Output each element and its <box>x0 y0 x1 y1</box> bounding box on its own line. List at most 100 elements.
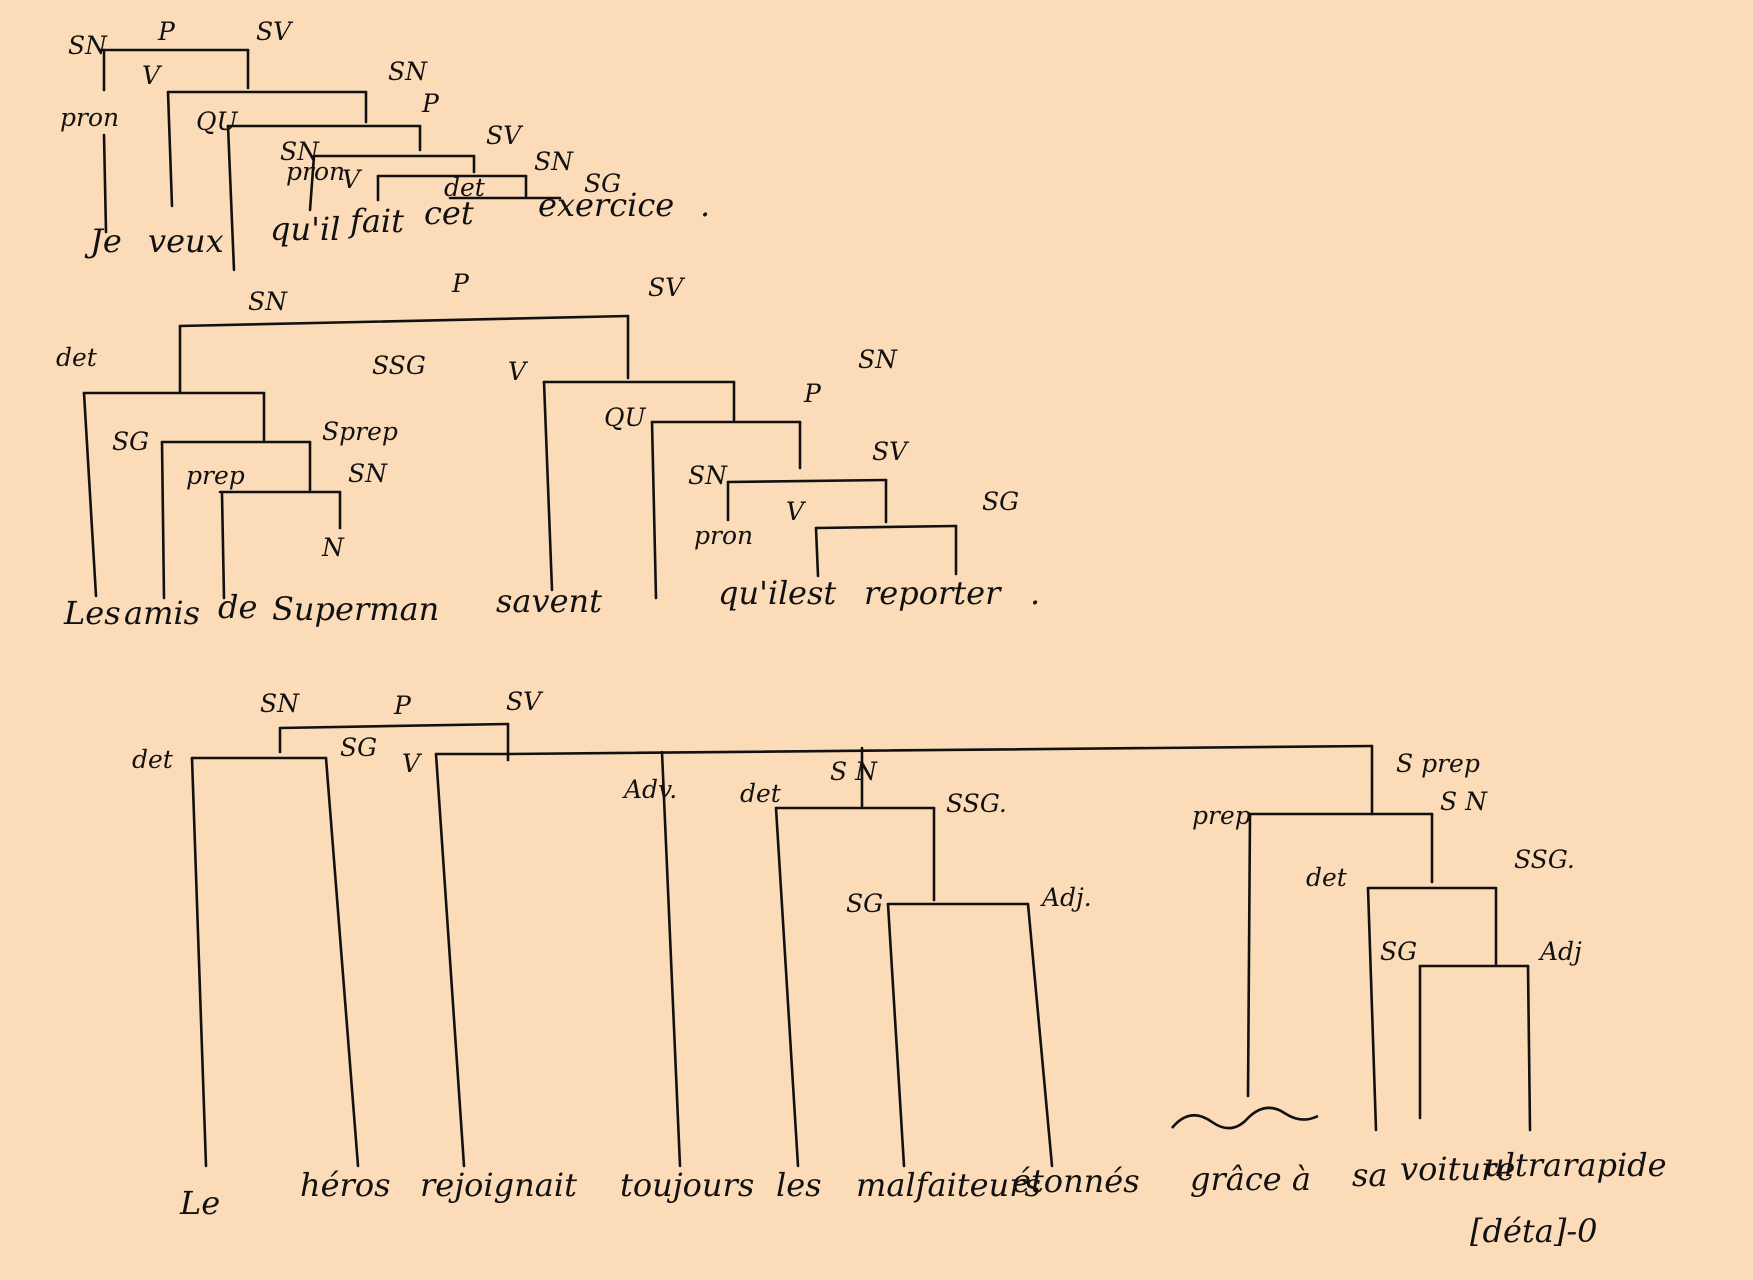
tree2-qu-stem <box>650 420 658 600</box>
tree3-adj2-stem <box>1526 964 1532 1132</box>
tree3-word-2: héros <box>300 1166 391 1204</box>
tree3-word-8: grâce à <box>1190 1160 1311 1198</box>
tree3-label-adj2: Adj <box>1538 937 1582 966</box>
tree3-word-7: étonnés <box>1012 1162 1140 1200</box>
tree1-label-sv2: SV <box>486 121 524 150</box>
tree3-label-sg3: SG <box>1380 937 1417 966</box>
tree2-label-p: P <box>451 269 470 298</box>
tree2-v-stem <box>542 380 554 592</box>
tree3-word-4: toujours <box>620 1166 754 1204</box>
tree2-word-7: est <box>788 574 836 612</box>
tree3-label-sg2: SG <box>846 889 883 918</box>
tree3-label-adj: Adj. <box>1040 883 1092 912</box>
tree1-sn3-stem <box>308 154 316 212</box>
tree2-label-prep: prep <box>186 461 245 490</box>
tree1-label-pron2: pron <box>286 157 345 186</box>
tree3-word-9: sa <box>1352 1156 1388 1194</box>
tree3-label-sn3: S N <box>1440 787 1488 816</box>
tree2-label-sg: SG <box>112 427 149 456</box>
tree3-squiggle-mark <box>1170 1106 1319 1130</box>
tree2-p-branch <box>178 314 630 328</box>
tree2-label-v2: V <box>786 497 807 526</box>
tree2-label-sv2: SV <box>872 437 910 466</box>
syntax-tree-2: P SN SV det SSG V SN QU P SG Sprep SV pr… <box>56 269 1040 632</box>
tree3-label-sn2: S N <box>830 757 878 786</box>
tree2-word-3: de <box>218 588 257 626</box>
tree1-label-sn4: SN <box>534 147 574 176</box>
tree2-label-sn4: SN <box>688 461 728 490</box>
tree1-label-sn3: SN <box>280 137 320 166</box>
tree1-qu-stem <box>226 124 236 272</box>
tree3-word-1: Le <box>179 1184 220 1222</box>
tree3-adv-stem <box>660 750 682 1168</box>
tree2-p2-branch <box>726 478 888 484</box>
tree1-word-2: veux <box>148 222 224 260</box>
tree1-label-det: det <box>444 173 486 202</box>
tree1-label-sv: SV <box>256 17 294 46</box>
tree3-det-stem <box>190 756 208 1168</box>
tree1-label-p2: P <box>421 89 440 118</box>
tree3-label-ssg2: SSG. <box>1514 845 1575 874</box>
tree3-label-det: det <box>132 745 174 774</box>
tree2-label-qu: QU <box>604 403 646 432</box>
tree2-label-sv: SV <box>648 273 686 302</box>
tree2-sg-stem <box>160 440 166 600</box>
tree3-word-3: rejoignait <box>420 1166 577 1204</box>
tree3-label-sg: SG <box>340 733 377 762</box>
tree1-label-sn: SN <box>68 31 108 60</box>
tree2-sv2-branch <box>814 524 958 530</box>
tree2-word-6: qu'il <box>718 574 788 612</box>
tree3-label-prep: prep <box>1192 801 1251 830</box>
tree1-label-p: P <box>157 17 176 46</box>
tree3-word-11: ultrarapide <box>1484 1146 1667 1184</box>
tree2-label-sprep: Sprep <box>322 417 398 446</box>
tree3-sv-main-branch <box>506 744 1374 756</box>
tree2-word-2: amis <box>124 594 200 632</box>
tree3-sg2-stem <box>886 902 906 1168</box>
tree2-prep-stem <box>220 492 226 600</box>
tree1-label-pron: pron <box>60 103 119 132</box>
tree3-prep-stem <box>1246 812 1252 1098</box>
tree1-word-4: fait <box>348 202 404 240</box>
tree3-p-branch <box>278 722 510 730</box>
tree3-label-det3: det <box>1306 863 1348 892</box>
tree2-punct: . <box>1030 574 1040 612</box>
tree1-word-1: Je <box>84 222 122 260</box>
tree1-label-qu: QU <box>196 107 238 136</box>
tree1-label-sg: SG <box>584 169 621 198</box>
tree3-label-sprep: S prep <box>1396 749 1480 778</box>
tree1-word-3: qu'il <box>270 210 340 248</box>
tree3-sg-stem <box>324 756 360 1168</box>
tree2-label-sg2: SG <box>982 487 1019 516</box>
tree3-note: [déta]-0 <box>1470 1212 1598 1250</box>
tree2-label-v: V <box>508 357 529 386</box>
tree1-label-sn2: SN <box>388 57 428 86</box>
tree2-label-pron: pron <box>694 521 753 550</box>
tree3-word-10: voiture <box>1400 1150 1515 1188</box>
tree2-label-p2: P <box>803 379 822 408</box>
tree2-label-sn3: SN <box>348 459 388 488</box>
tree1-label-v: V <box>142 61 163 90</box>
tree2-word-1: Les <box>63 594 121 632</box>
tree2-label-det: det <box>56 343 98 372</box>
syntax-tree-3: P SN SV det SG V S prep Adv. det S N SSG… <box>132 687 1667 1250</box>
tree2-det-stem <box>82 391 98 598</box>
syntax-tree-1: SN P SV V SN pron P QU SV SN SN pron V d… <box>60 17 710 272</box>
tree3-label-sv: SV <box>506 687 544 716</box>
tree2-word-5: savent <box>496 582 602 620</box>
tree3-label-v: V <box>402 749 423 778</box>
tree2-word-8: reporter <box>864 574 1002 612</box>
tree3-word-5: les <box>776 1166 822 1204</box>
tree1-v-stem <box>166 90 174 208</box>
tree3-label-det2: det <box>740 779 782 808</box>
tree3-det2-stem <box>774 806 800 1168</box>
tree3-label-sn: SN <box>260 689 300 718</box>
tree1-punct: . <box>700 186 710 224</box>
tree1-pron-stem <box>102 133 108 234</box>
tree2-v2-stem <box>814 526 820 578</box>
tree3-adj-stem <box>1026 902 1054 1168</box>
tree2-label-sn2: SN <box>858 345 898 374</box>
tree2-label-sn: SN <box>248 287 288 316</box>
